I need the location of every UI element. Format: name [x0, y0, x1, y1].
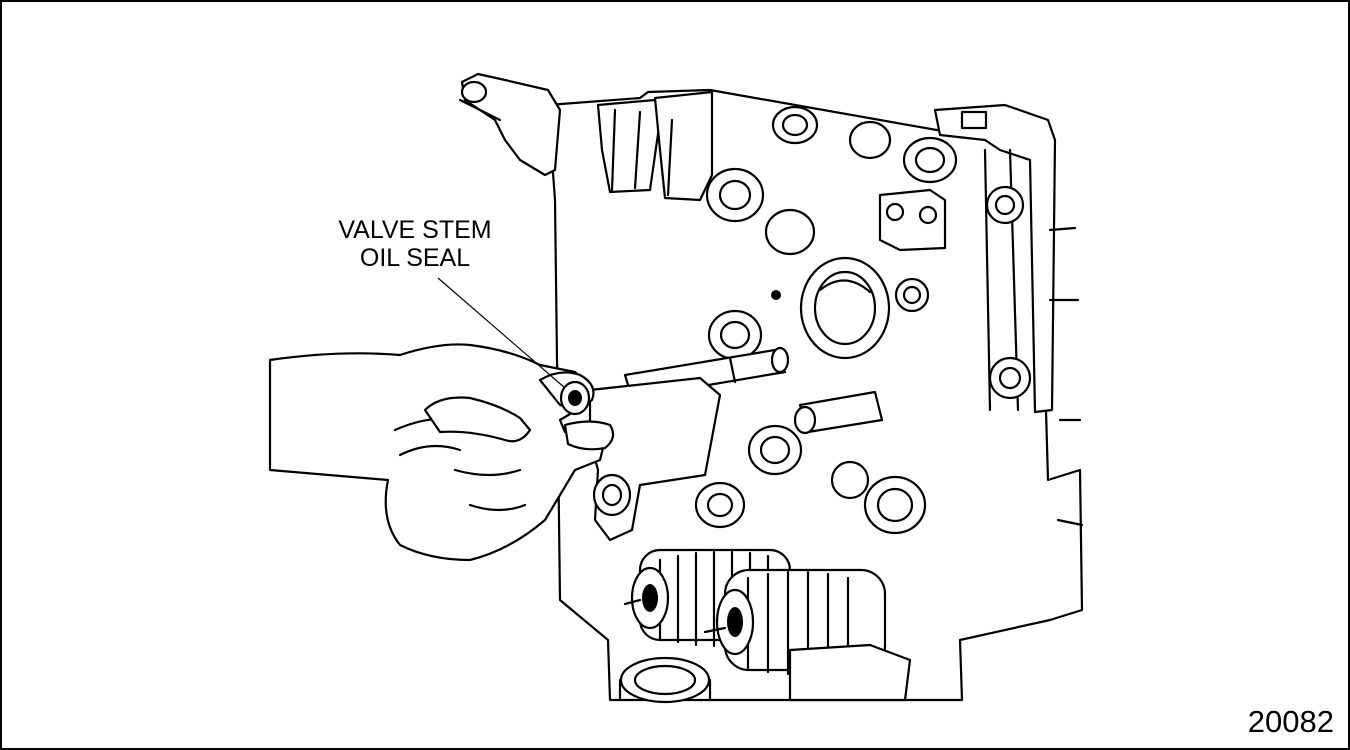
callout-line-1: VALVE STEM — [338, 216, 492, 244]
hand — [268, 343, 615, 562]
valve-stem-oil-seal-label: VALVE STEM OIL SEAL — [300, 216, 530, 272]
figure-number: 20082 — [1247, 704, 1334, 739]
callout-leader-line — [437, 277, 566, 389]
cylinder-head — [458, 72, 1084, 702]
ports — [694, 105, 958, 535]
callout-line-2: OIL SEAL — [359, 244, 471, 272]
valve-springs — [618, 548, 912, 704]
